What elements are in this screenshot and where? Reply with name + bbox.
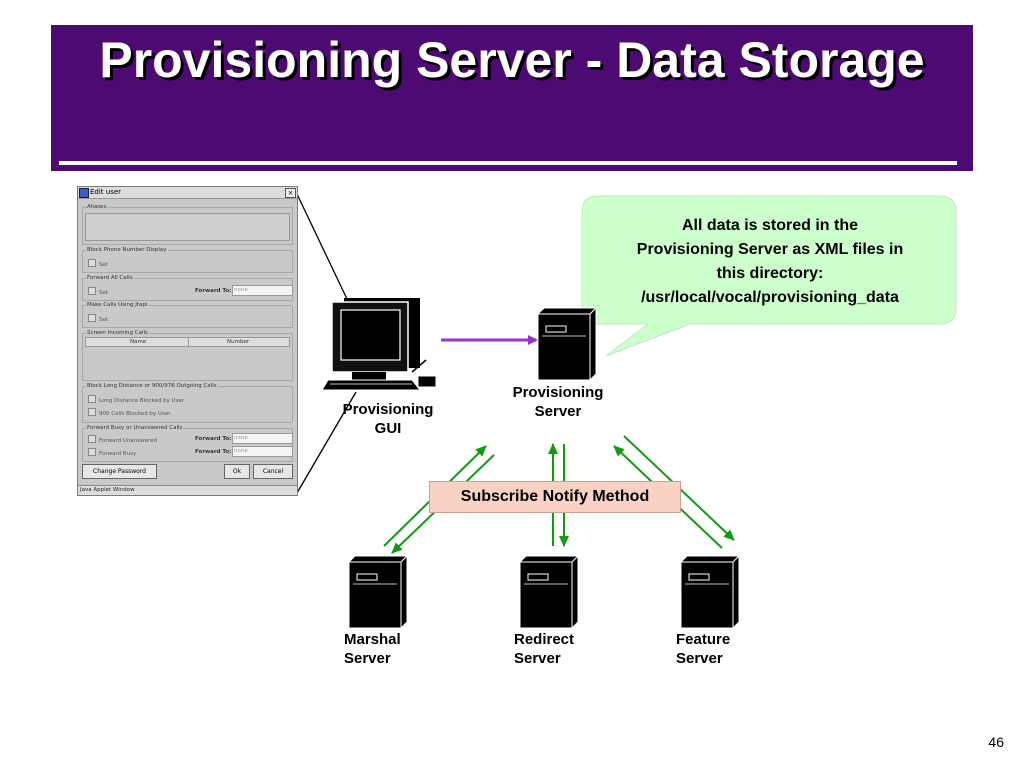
- feature-label-line2: Server: [676, 650, 723, 667]
- callout-bubble: [581, 195, 957, 357]
- applet-status-bar: Java Applet Window: [78, 485, 297, 495]
- forward-all-input[interactable]: none: [232, 285, 293, 296]
- change-password-button[interactable]: Change Password: [82, 464, 157, 479]
- block-display-group: Block Phone Number Display Set: [82, 246, 293, 273]
- feature-label-line1: Feature: [676, 631, 731, 648]
- title-underline: [59, 161, 957, 165]
- marshal-server-label: Marshal Server: [344, 630, 401, 668]
- long-distance-checkbox[interactable]: Long Distance Blocked by User: [88, 395, 184, 405]
- callout-line: this directory:: [716, 265, 824, 282]
- calls-900-checkbox[interactable]: 900 Calls Blocked by User: [88, 408, 170, 418]
- forward-to-label: Forward To:: [195, 449, 232, 455]
- server-tower-icon: [536, 306, 598, 382]
- prov-server-label-line1: Provisioning: [512, 384, 604, 401]
- edit-user-applet-window: Edit user × Aliases Block Phone Number D…: [77, 186, 298, 496]
- redirect-server-label: Redirect Server: [514, 630, 574, 668]
- page-number: 46: [988, 734, 1004, 750]
- block-long-distance-group: Block Long Distance or 900/976 Outgoing …: [82, 382, 293, 423]
- callout-line: All data is stored in the: [681, 217, 859, 234]
- forward-all-group: Forward All Calls Set Forward To: none: [82, 274, 293, 301]
- gui-label: Provisioning GUI: [328, 400, 448, 438]
- close-icon[interactable]: ×: [285, 188, 296, 198]
- forward-unanswered-input[interactable]: none: [232, 433, 293, 444]
- block-long-distance-label: Block Long Distance or 900/976 Outgoing …: [86, 382, 218, 390]
- forward-busy-label: Forward Busy: [99, 451, 137, 457]
- forward-busy-group-label: Forward Busy or Unanswered Calls: [86, 424, 184, 432]
- set-label: Set: [99, 262, 109, 268]
- subscribe-notify-method-box: Subscribe Notify Method: [429, 481, 681, 513]
- aliases-list[interactable]: [85, 213, 290, 241]
- long-distance-label: Long Distance Blocked by User: [99, 398, 185, 404]
- redirect-label-line2: Server: [514, 650, 561, 667]
- set-label: Set: [99, 317, 109, 323]
- prov-server-label-line2: Server: [534, 403, 582, 420]
- forward-all-checkbox[interactable]: Set: [88, 287, 108, 297]
- marshal-label-line2: Server: [344, 650, 391, 667]
- prov-server-label: Provisioning Server: [498, 383, 618, 421]
- forward-all-label: Forward All Calls: [86, 274, 134, 282]
- server-tower-icon: [347, 554, 409, 630]
- redirect-label-line1: Redirect: [514, 631, 575, 648]
- forward-unanswered-label: Forward Unanswered: [99, 438, 157, 444]
- zoom-line-bottom: [296, 391, 357, 494]
- feature-server-label: Feature Server: [676, 630, 730, 668]
- forward-to-label: Forward To:: [195, 436, 232, 442]
- block-display-checkbox[interactable]: Set: [88, 259, 108, 269]
- gui-label-line2: GUI: [374, 420, 402, 437]
- jtapi-label: Make Calls Using Jtapi: [86, 301, 149, 309]
- callout-line: /usr/local/vocal/provisioning_data: [641, 289, 899, 306]
- block-display-label: Block Phone Number Display: [86, 246, 168, 254]
- java-app-icon: [79, 188, 89, 198]
- applet-title: Edit user: [90, 188, 122, 196]
- column-divider: [188, 338, 189, 346]
- column-number[interactable]: Number: [227, 339, 250, 345]
- title-banner: Provisioning Server - Data Storage: [51, 25, 973, 171]
- set-label: Set: [99, 290, 109, 296]
- forward-unanswered-checkbox[interactable]: Forward Unanswered: [88, 435, 157, 445]
- forward-busy-group: Forward Busy or Unanswered Calls Forward…: [82, 424, 293, 462]
- callout-text: All data is stored in the Provisioning S…: [594, 214, 946, 310]
- aliases-group: Aliases: [82, 203, 293, 245]
- applet-titlebar: Edit user ×: [78, 187, 297, 199]
- callout-line: Provisioning Server as XML files in: [636, 241, 904, 258]
- forward-busy-checkbox[interactable]: Forward Busy: [88, 448, 136, 458]
- forward-to-label: Forward To:: [195, 288, 232, 294]
- desktop-computer-icon: [321, 298, 437, 391]
- marshal-label-line1: Marshal: [344, 631, 401, 648]
- calls-900-label: 900 Calls Blocked by User: [99, 411, 171, 417]
- slide-title: Provisioning Server - Data Storage: [99, 32, 925, 88]
- column-name[interactable]: Name: [130, 339, 147, 345]
- jtapi-checkbox[interactable]: Set: [88, 314, 108, 324]
- aliases-label: Aliases: [86, 203, 108, 211]
- ok-button[interactable]: Ok: [224, 464, 250, 479]
- forward-busy-input[interactable]: none: [232, 446, 293, 457]
- zoom-line-top: [296, 193, 348, 300]
- screen-table-header: Name Number: [85, 337, 290, 347]
- screen-incoming-group: Screen Incoming Calls Name Number: [82, 329, 293, 381]
- cancel-button[interactable]: Cancel: [253, 464, 293, 479]
- screen-incoming-label: Screen Incoming Calls: [86, 329, 149, 337]
- gui-label-line1: Provisioning: [342, 401, 434, 418]
- jtapi-group: Make Calls Using Jtapi Set: [82, 301, 293, 328]
- server-tower-icon: [518, 554, 580, 630]
- server-tower-icon: [679, 554, 741, 630]
